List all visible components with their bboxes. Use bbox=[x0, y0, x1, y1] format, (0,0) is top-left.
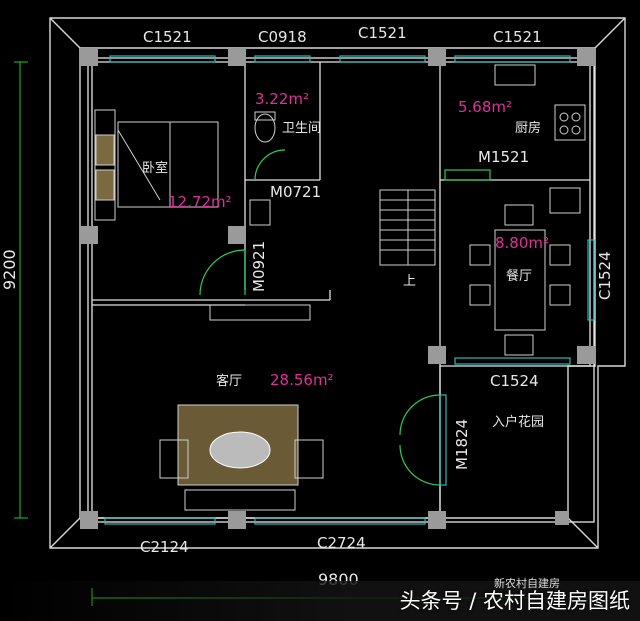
window-label-top-1: C1521 bbox=[143, 28, 192, 46]
roof-outline bbox=[49, 17, 626, 549]
window-label-top-4: C1521 bbox=[493, 28, 542, 46]
living-room-set bbox=[159, 304, 324, 511]
stair bbox=[379, 189, 436, 266]
door-label-kitchen: M1521 bbox=[478, 148, 530, 166]
doors bbox=[199, 149, 491, 486]
kitchen-area: 5.68m² bbox=[458, 98, 513, 116]
window-label-bottom-right: C2724 bbox=[317, 534, 366, 552]
window-label-top-2: C0918 bbox=[258, 28, 307, 46]
watermark-bar bbox=[0, 581, 640, 621]
door-label-bedroom: M0921 bbox=[250, 240, 268, 292]
kitchen-name: 厨房 bbox=[515, 121, 542, 136]
living-name: 客厅 bbox=[216, 374, 243, 389]
bathroom-area: 3.22m² bbox=[255, 90, 310, 108]
window-label-right-dining: C1524 bbox=[596, 251, 614, 300]
window-label-top-3: C1521 bbox=[358, 24, 407, 42]
dining-area: 8.80m² bbox=[495, 234, 550, 252]
bed bbox=[94, 109, 219, 221]
watermark-text: 头条号 / 农村自建房图纸 bbox=[399, 589, 630, 613]
windows bbox=[104, 55, 595, 525]
height-dimension: 9200 bbox=[0, 249, 19, 290]
window-label-bottom-left: C2124 bbox=[140, 538, 189, 556]
columns bbox=[80, 48, 595, 529]
kitchen-counter bbox=[494, 64, 586, 214]
dining-name: 餐厅 bbox=[506, 269, 533, 284]
garden-name: 入户花园 bbox=[492, 415, 545, 430]
bathroom-name: 卫生间 bbox=[282, 121, 322, 136]
bedroom-area: 12.72m² bbox=[168, 193, 232, 211]
window-label-garden-top: C1524 bbox=[490, 372, 539, 390]
dining-set bbox=[469, 204, 571, 356]
bedroom-name: 卧室 bbox=[142, 161, 169, 176]
bathroom-fixtures bbox=[249, 111, 276, 226]
living-area: 28.56m² bbox=[270, 371, 334, 389]
watermark-small: 新农村自建房 bbox=[494, 577, 560, 590]
stair-label: 上 bbox=[403, 274, 417, 289]
door-label-garden: M1824 bbox=[453, 418, 471, 470]
door-label-bath: M0721 bbox=[270, 183, 322, 201]
